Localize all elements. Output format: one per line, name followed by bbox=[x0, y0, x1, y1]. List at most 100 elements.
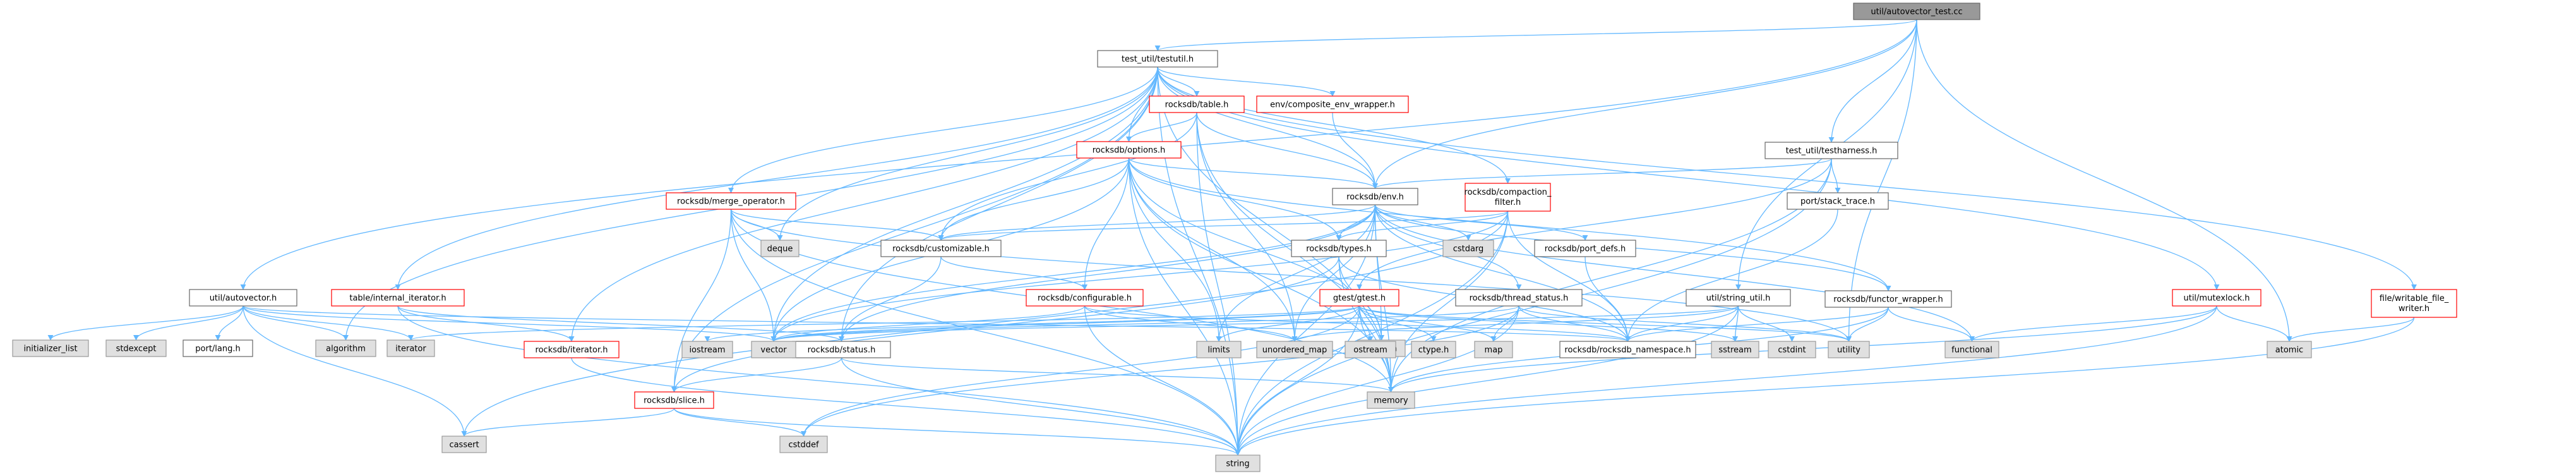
node-label: rocksdb/thread_status.h bbox=[1470, 294, 1569, 303]
edge-testharness-to-stacktrace bbox=[1831, 158, 1841, 193]
edge-env-to-cstdarg bbox=[1374, 204, 1471, 241]
node-customizable[interactable]: rocksdb/customizable.h bbox=[880, 240, 1002, 257]
node-portdefs[interactable]: rocksdb/port_defs.h bbox=[1534, 240, 1636, 257]
node-vector: vector bbox=[751, 341, 796, 358]
node-iterator: iterator bbox=[386, 339, 435, 357]
node-label: map bbox=[1485, 346, 1503, 355]
edge-table-to-unordered_map bbox=[1196, 112, 1298, 342]
node-label: cstddef bbox=[788, 441, 819, 450]
edge-merge-to-utility bbox=[730, 209, 1852, 342]
node-box bbox=[751, 341, 796, 358]
node-label: gtest/gtest.h bbox=[1333, 294, 1386, 303]
edge-functorwrapper-to-functional bbox=[1888, 307, 1975, 342]
node-algorithm: algorithm bbox=[315, 339, 376, 357]
node-label: functional bbox=[1951, 346, 1992, 355]
edge-internaliter-to-rdbiterator bbox=[397, 305, 575, 342]
node-box bbox=[1332, 188, 1418, 205]
edge-root-to-testharness bbox=[1828, 19, 1917, 143]
node-box bbox=[386, 339, 435, 357]
node-limits: limits bbox=[1196, 341, 1242, 358]
nodes-layer: util/autovector_test.cc test_util/testuti… bbox=[12, 3, 2457, 472]
node-label: atomic bbox=[2275, 346, 2303, 355]
node-label: deque bbox=[767, 245, 793, 254]
node-testutil[interactable]: test_util/testutil.h bbox=[1097, 50, 1218, 68]
node-label: util/autovector.h bbox=[210, 294, 277, 303]
node-label: initializer_list bbox=[23, 345, 77, 354]
node-stacktrace[interactable]: port/stack_trace.h bbox=[1787, 192, 1889, 210]
node-env[interactable]: rocksdb/env.h bbox=[1332, 188, 1418, 205]
node-box bbox=[880, 240, 1002, 257]
node-rdbiterator[interactable]: rocksdb/iterator.h bbox=[524, 341, 620, 358]
node-iostream: iostream bbox=[681, 341, 733, 358]
node-configurable[interactable]: rocksdb/configurable.h bbox=[1026, 289, 1144, 307]
edge-merge-to-vector bbox=[730, 209, 777, 342]
node-functorwrapper[interactable]: rocksdb/functor_wrapper.h bbox=[1824, 290, 1952, 308]
node-atomic: atomic bbox=[2267, 341, 2312, 358]
edge-stringutil-to-unordered_map bbox=[1291, 305, 1739, 342]
node-threadstatus[interactable]: rocksdb/thread_status.h bbox=[1455, 289, 1583, 307]
edge-testutil-to-composite bbox=[1157, 66, 1336, 97]
edge-autovector-to-algorithm bbox=[243, 305, 349, 341]
node-ctype: ctype.h bbox=[1411, 341, 1456, 358]
node-box bbox=[681, 341, 733, 358]
edge-options-to-configurable bbox=[1081, 157, 1130, 290]
edge-autovector-to-initlist bbox=[47, 305, 244, 341]
edge-threadstatus-to-namespace bbox=[1518, 305, 1631, 342]
node-functional: functional bbox=[1944, 341, 1999, 358]
node-unordered_map: unordered_map bbox=[1256, 341, 1333, 358]
node-portlang[interactable]: port/lang.h bbox=[183, 339, 253, 357]
edge-compaction-to-memory bbox=[1387, 211, 1509, 393]
node-stringutil[interactable]: util/string_util.h bbox=[1686, 289, 1791, 307]
node-ostream: ostream bbox=[1345, 341, 1396, 358]
edge-stringutil-to-vector bbox=[770, 305, 1739, 342]
edge-options-to-limits bbox=[1128, 157, 1222, 342]
node-box bbox=[1559, 341, 1696, 358]
node-writable[interactable]: file/writable_file_writer.h bbox=[2371, 289, 2457, 318]
node-label: rocksdb/compaction_filter.h bbox=[1465, 188, 1552, 207]
node-compaction[interactable]: rocksdb/compaction_filter.h bbox=[1465, 183, 1552, 212]
node-box bbox=[1215, 455, 1261, 472]
node-utility: utility bbox=[1828, 341, 1870, 358]
node-merge[interactable]: rocksdb/merge_operator.h bbox=[666, 192, 796, 210]
edge-gtest-to-utility bbox=[1358, 305, 1852, 342]
edge-env-to-limits bbox=[1216, 204, 1376, 342]
edge-options-to-types bbox=[1128, 157, 1342, 241]
edge-env-to-vector bbox=[770, 204, 1376, 342]
node-types[interactable]: rocksdb/types.h bbox=[1291, 240, 1387, 257]
edge-writable-to-string bbox=[1235, 317, 2415, 456]
edge-testutil-to-internaliter bbox=[395, 66, 1158, 290]
edge-autovector-to-cassert bbox=[243, 305, 467, 437]
node-slice[interactable]: rocksdb/slice.h bbox=[634, 391, 714, 409]
edge-table-to-env bbox=[1196, 112, 1379, 189]
node-testharness[interactable]: test_util/testharness.h bbox=[1764, 142, 1898, 159]
edge-gtest-to-cstddef bbox=[801, 305, 1360, 437]
edge-root-to-testutil bbox=[1154, 19, 1917, 51]
node-box bbox=[1256, 341, 1333, 358]
node-label: cstdarg bbox=[1453, 245, 1484, 254]
node-label: port/stack_trace.h bbox=[1800, 197, 1875, 207]
edge-stringutil-to-namespace bbox=[1625, 305, 1739, 342]
node-box bbox=[1853, 3, 1980, 20]
edge-testharness-to-gtest bbox=[1357, 158, 1832, 290]
edge-slice-to-string bbox=[673, 408, 1241, 456]
edge-autovector-to-stdexcept bbox=[133, 305, 244, 341]
node-label: test_util/testutil.h bbox=[1122, 55, 1194, 64]
node-namespace[interactable]: rocksdb/rocksdb_namespace.h bbox=[1559, 341, 1696, 358]
node-gtest[interactable]: gtest/gtest.h bbox=[1319, 289, 1399, 307]
node-label: string bbox=[1226, 460, 1249, 469]
node-label: rocksdb/functor_wrapper.h bbox=[1833, 295, 1943, 305]
edge-testutil-to-env bbox=[1157, 66, 1379, 189]
edge-root-to-utility bbox=[1845, 19, 1917, 342]
node-autovector[interactable]: util/autovector.h bbox=[189, 289, 297, 307]
node-options[interactable]: rocksdb/options.h bbox=[1076, 141, 1182, 159]
edge-autovector-to-portlang bbox=[215, 305, 244, 341]
node-table[interactable]: rocksdb/table.h bbox=[1149, 95, 1245, 113]
node-mutexlock[interactable]: util/mutexlock.h bbox=[2172, 289, 2261, 307]
node-internaliter[interactable]: table/internal_iterator.h bbox=[331, 289, 465, 307]
node-root[interactable]: util/autovector_test.cc bbox=[1853, 3, 1980, 20]
edge-testutil-to-compaction bbox=[1157, 66, 1511, 184]
node-composite[interactable]: env/composite_env_wrapper.h bbox=[1256, 95, 1409, 113]
edge-compaction-to-customizable bbox=[938, 211, 1509, 241]
node-status[interactable]: rocksdb/status.h bbox=[792, 341, 891, 358]
node-box bbox=[1534, 240, 1636, 257]
